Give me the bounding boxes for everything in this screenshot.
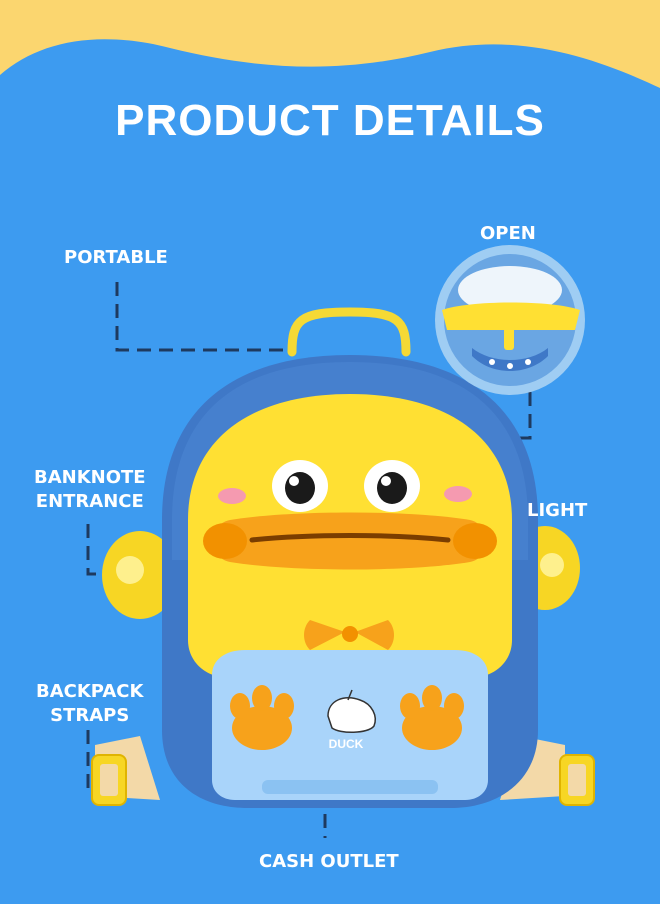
- page-title: PRODUCT DETAILS: [115, 96, 545, 145]
- callout-backpack-straps: BACKPACK STRAPS: [36, 680, 143, 728]
- glove-logo: [327, 689, 376, 733]
- right-cheek: [444, 486, 472, 502]
- portable-leader-line: [115, 282, 292, 352]
- callout-light: LIGHT: [527, 500, 588, 521]
- bow-tie: [304, 620, 394, 650]
- top-wave-decoration: [0, 0, 660, 88]
- open-inset-image: [435, 245, 585, 395]
- callout-cash-outlet: CASH OUTLET: [259, 851, 399, 872]
- callout-banknote-line1: BANKNOTE: [34, 467, 146, 488]
- callout-portable: PORTABLE: [64, 247, 168, 268]
- callout-straps-line2: STRAPS: [50, 705, 130, 726]
- left-foot: [230, 685, 294, 750]
- left-eye: [272, 460, 328, 512]
- beak-banknote-slot: [203, 512, 497, 570]
- cash-outlet-door: [262, 780, 438, 794]
- callout-open: OPEN: [480, 223, 536, 244]
- right-foot: [400, 685, 464, 750]
- duck-badge-text: DUCK: [329, 737, 364, 751]
- handle: [287, 307, 411, 357]
- callout-straps-line1: BACKPACK: [36, 681, 144, 702]
- right-eye: [364, 460, 420, 512]
- callout-banknote-line2: ENTRANCE: [35, 491, 144, 512]
- left-cheek: [218, 488, 246, 504]
- callout-banknote-entrance: BANKNOTE ENTRANCE: [34, 466, 146, 514]
- left-strap: [91, 736, 160, 806]
